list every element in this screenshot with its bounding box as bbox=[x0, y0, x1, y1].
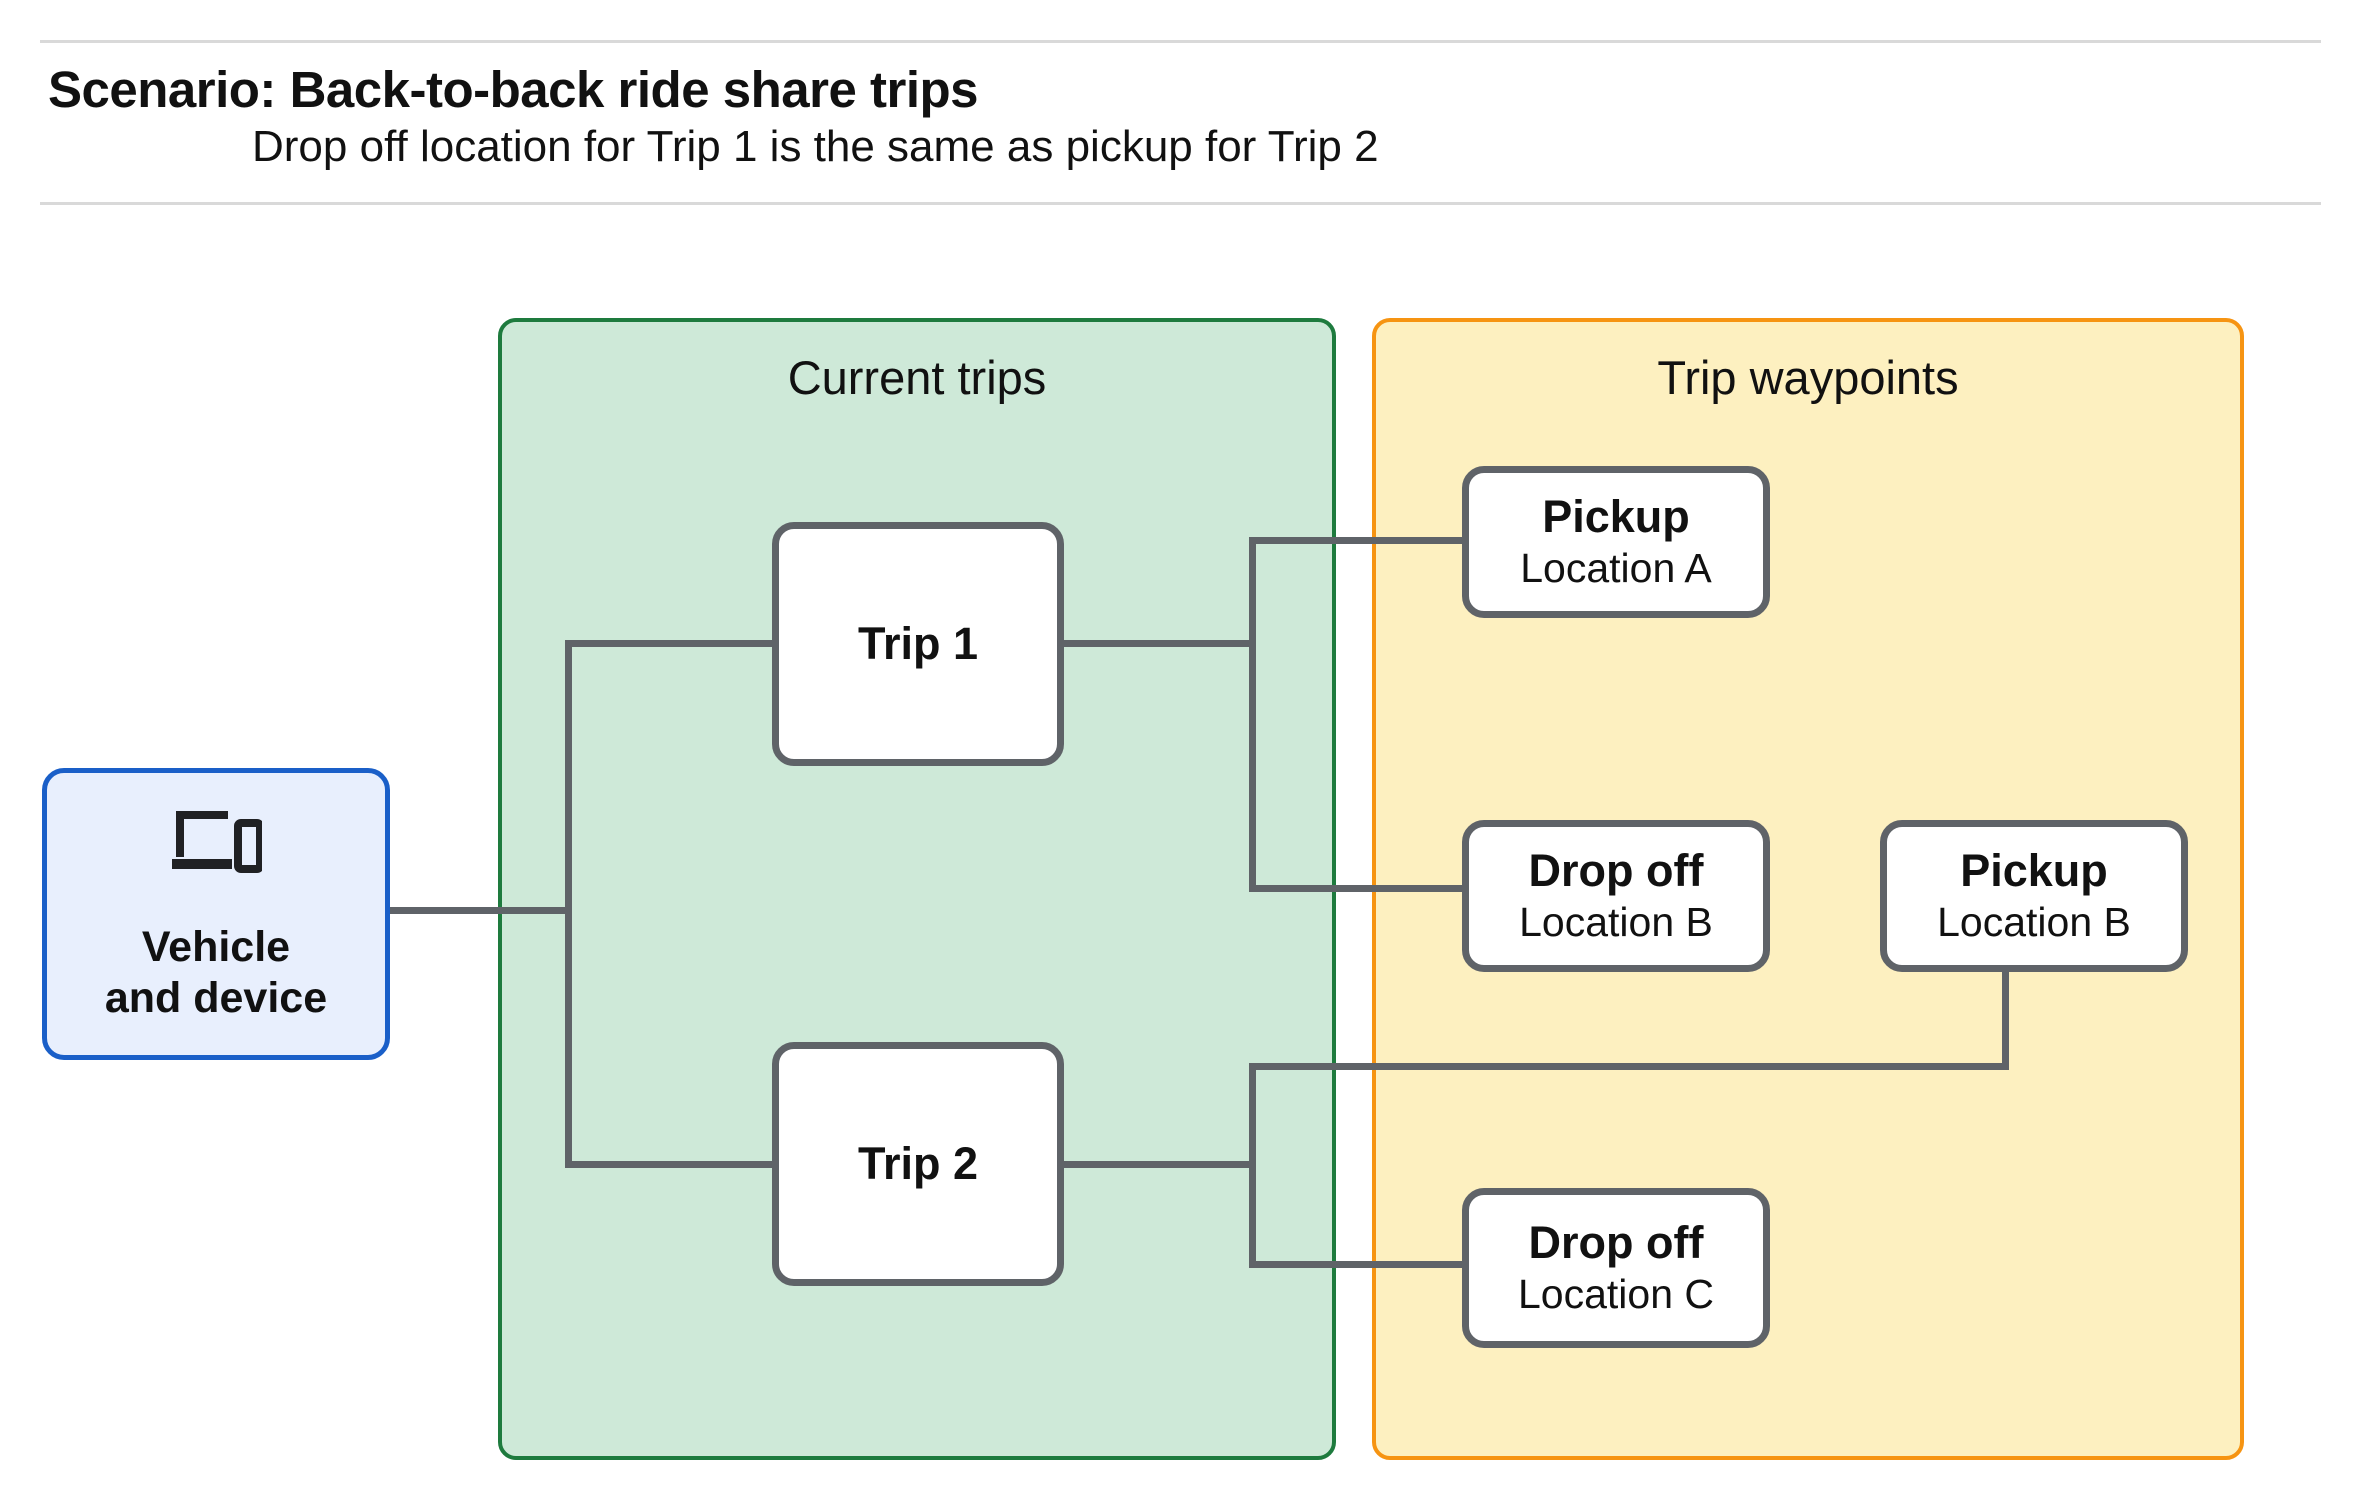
trip-waypoints-title: Trip waypoints bbox=[1657, 351, 1959, 404]
connector-pickup-b-drop-vertical bbox=[2002, 960, 2009, 1070]
connector-trip2-to-pickup-b bbox=[1249, 1063, 2009, 1070]
waypoint-location: Location C bbox=[1517, 1271, 1714, 1318]
vehicle-label-line1: Vehicle bbox=[141, 922, 291, 971]
laptop-and-phone-icon bbox=[170, 805, 264, 878]
page-subtitle: Drop off location for Trip 1 is the same… bbox=[252, 122, 1379, 171]
connector-trip1-to-dropoff-b bbox=[1249, 885, 1467, 892]
waypoint-pickup-location-b[interactable]: Pickup Location B bbox=[1880, 820, 2188, 972]
vehicle-label-line2: and device bbox=[104, 973, 328, 1022]
vehicle-card-label: Vehicle and device bbox=[105, 922, 327, 1023]
waypoint-type: Drop off bbox=[1528, 844, 1704, 896]
waypoint-type: Pickup bbox=[1960, 844, 2108, 896]
waypoint-location: Location B bbox=[1519, 899, 1713, 946]
current-trips-title: Current trips bbox=[787, 351, 1047, 404]
header-divider-top bbox=[40, 40, 2321, 43]
connector-vehicle-to-junction bbox=[388, 907, 572, 914]
trip-2-label: Trip 2 bbox=[857, 1137, 979, 1189]
waypoint-type: Drop off bbox=[1528, 1216, 1704, 1268]
page-title: Scenario: Back-to-back ride share trips bbox=[48, 61, 979, 118]
connector-trip2-to-junction bbox=[1058, 1161, 1256, 1168]
current-trips-panel: Current trips bbox=[498, 318, 1336, 1460]
connector-trip1-to-pickup-a bbox=[1249, 537, 1467, 544]
connector-junction-to-trip1 bbox=[565, 640, 777, 647]
header-divider-bottom bbox=[40, 202, 2321, 205]
trip-2-node[interactable]: Trip 2 bbox=[772, 1042, 1064, 1286]
connector-trip1-junction-vertical bbox=[1249, 537, 1256, 892]
waypoint-dropoff-location-c[interactable]: Drop off Location C bbox=[1462, 1188, 1770, 1348]
connector-trip1-to-junction bbox=[1058, 640, 1256, 647]
waypoint-pickup-location-a[interactable]: Pickup Location A bbox=[1462, 466, 1770, 618]
waypoint-dropoff-location-b[interactable]: Drop off Location B bbox=[1462, 820, 1770, 972]
connector-trip2-junction-vertical bbox=[1249, 1063, 1256, 1268]
trip-1-node[interactable]: Trip 1 bbox=[772, 522, 1064, 766]
trip-1-label: Trip 1 bbox=[857, 617, 979, 669]
vehicle-and-device-card[interactable]: Vehicle and device bbox=[42, 768, 390, 1060]
connector-junction-to-trip2 bbox=[565, 1161, 777, 1168]
connector-vehicle-junction-vertical bbox=[565, 640, 572, 1168]
waypoint-location: Location B bbox=[1937, 899, 2131, 946]
connector-trip2-to-dropoff-c bbox=[1249, 1261, 1467, 1268]
waypoint-location: Location A bbox=[1520, 545, 1712, 592]
waypoint-type: Pickup bbox=[1542, 490, 1690, 542]
